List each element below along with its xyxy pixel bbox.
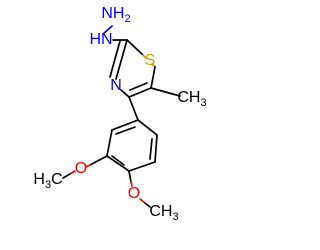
- atom-methyl-meta-tail: C: [51, 171, 63, 188]
- bond-c5-methyl: [150, 87, 181, 97]
- bond-o-para-methyl-hetero: [139, 198, 146, 204]
- atom-methyl-ring-subscript: 3: [200, 97, 206, 109]
- bond-ar-o-para: [128, 170, 132, 183]
- atom-nh: HN: [89, 31, 112, 48]
- bond-o-meta-methyl-hetero: [69, 170, 76, 175]
- bond-ar-double-a: [149, 138, 153, 160]
- atom-nh2-subscript: 2: [124, 13, 130, 25]
- bond-n3-c2: [115, 39, 128, 80]
- bond-c4-aryl: [128, 96, 139, 121]
- bond-c2-s: [126, 39, 144, 56]
- atom-o-para: O: [128, 185, 140, 202]
- bond-n-n: [102, 25, 113, 35]
- atom-nh2-text: NH: [101, 5, 124, 22]
- bond-c5-c4: [128, 87, 152, 98]
- atom-n-ring: N: [110, 77, 122, 94]
- bond-n3-c2-double: [109, 40, 121, 78]
- atom-methyl-meta: H3C: [33, 171, 62, 191]
- bond-o-para-methyl: [144, 202, 151, 208]
- atom-methyl-meta-subscript: 3: [45, 179, 51, 191]
- bond-ar-o-meta-hetero: [85, 164, 91, 168]
- atom-nh2: NH2: [101, 5, 130, 25]
- bond-ar-double-c: [115, 126, 136, 135]
- bond-ar-5-6: [106, 129, 113, 157]
- bond-layer: [62, 25, 181, 208]
- atom-methyl-para-subscript: 3: [172, 211, 178, 223]
- atom-s-ring: S: [145, 52, 156, 69]
- bond-ar-o-para-hetero: [130, 181, 133, 187]
- atom-methyl-para: CH3: [149, 203, 178, 223]
- atom-methyl-ring: CH3: [177, 89, 206, 109]
- bond-ar-double-b: [111, 155, 125, 166]
- bond-o-meta-methyl: [62, 173, 71, 179]
- bond-s-c5: [150, 66, 156, 89]
- bond-ar-6-1: [111, 119, 139, 131]
- bond-ar-1-2: [137, 119, 158, 136]
- bond-ar-2-3: [154, 134, 158, 163]
- chemical-structure: NH2 HN S N CH3 O O H3C CH3: [33, 5, 206, 223]
- bond-c2-s-hetero: [142, 54, 147, 59]
- atom-methyl-para-text: CH: [149, 203, 172, 220]
- bond-ar-4-5: [106, 155, 130, 172]
- bond-c4-n3: [120, 89, 130, 98]
- bond-c5-c4-double: [129, 82, 148, 91]
- atom-o-meta: O: [75, 160, 87, 177]
- atom-label-layer: NH2 HN S N CH3 O O H3C CH3: [33, 5, 206, 223]
- atom-methyl-ring-text: CH: [177, 89, 200, 106]
- bond-ar-o-meta: [89, 155, 108, 166]
- atom-methyl-meta-text: H: [33, 171, 45, 188]
- bond-ar-3-4: [128, 161, 156, 172]
